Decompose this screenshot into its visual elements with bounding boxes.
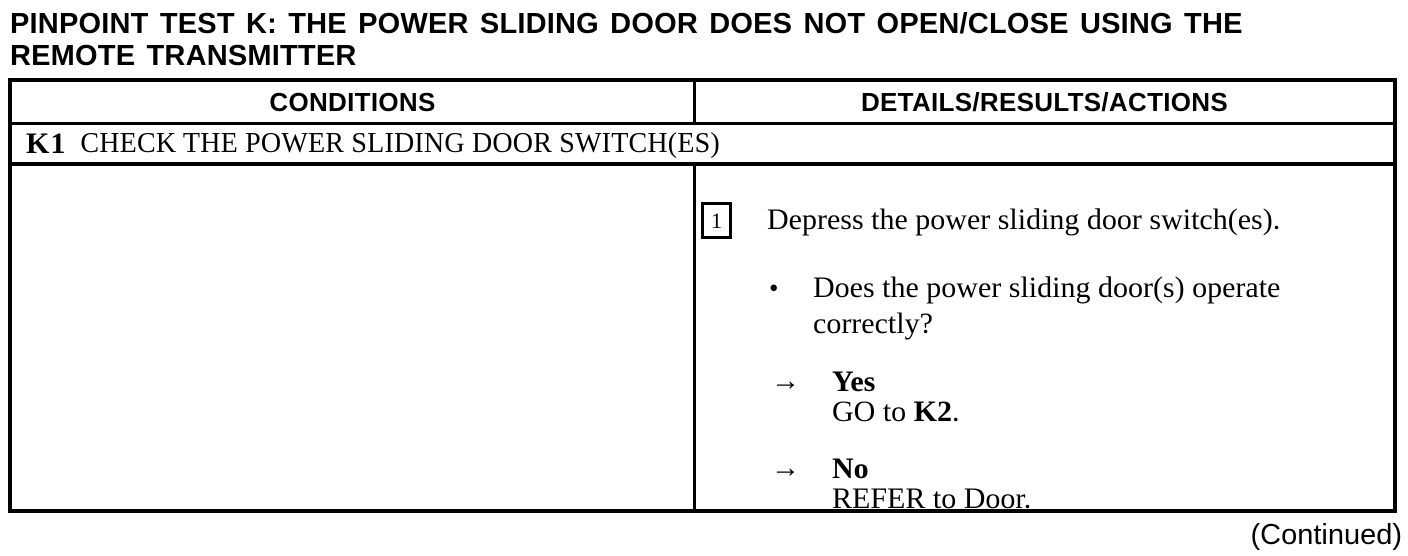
table-header-details: DETAILS/RESULTS/ACTIONS <box>860 86 1229 117</box>
action-text: REFER to Door. <box>832 482 1032 513</box>
result-body: No REFER to Door. <box>832 452 1032 513</box>
instruction-row: 1 Depress the power sliding door switch(… <box>701 201 1393 239</box>
page-title-line-2: REMOTE TRANSMITTER <box>10 40 357 72</box>
diagnostic-table: CONDITIONS DETAILS/RESULTS/ACTIONS K1 CH… <box>8 78 1397 513</box>
arrow-right-icon: → <box>771 365 800 397</box>
action-text: GO to <box>832 395 914 428</box>
instruction-text: Depress the power sliding door switch(es… <box>767 203 1281 236</box>
step-title: CHECK THE POWER SLIDING DOOR SWITCH(ES) <box>80 127 720 159</box>
question-text: Does the power sliding door(s) operate c… <box>813 271 1281 340</box>
bullet-icon: • <box>769 273 779 303</box>
continued-label: (Continued) <box>1250 519 1402 551</box>
result-body: Yes GO to K2. <box>832 366 960 427</box>
arrow-right-icon: → <box>771 452 800 484</box>
step-number: 1 <box>711 207 722 233</box>
step-number-box: 1 <box>701 202 732 239</box>
table-body-row: 1 Depress the power sliding door switch(… <box>12 166 1393 513</box>
result-answer: No <box>832 452 869 485</box>
table-header-row: CONDITIONS DETAILS/RESULTS/ACTIONS <box>12 82 1393 125</box>
details-cell: 1 Depress the power sliding door switch(… <box>696 166 1393 513</box>
page-title: PINPOINT TEST K: THE POWER SLIDING DOOR … <box>10 8 1243 72</box>
conditions-cell <box>12 166 696 509</box>
result-answer: Yes <box>832 365 876 398</box>
page-title-line-1: PINPOINT TEST K: THE POWER SLIDING DOOR … <box>10 8 1243 40</box>
step-header-row: K1 CHECK THE POWER SLIDING DOOR SWITCH(E… <box>12 125 1393 166</box>
action-suffix: . <box>952 395 960 428</box>
action-target: K2 <box>913 395 953 428</box>
question-row: • Does the power sliding door(s) operate… <box>769 270 1393 342</box>
result-action: REFER to Door. <box>832 482 1032 513</box>
result-block-no: → No REFER to Door. <box>771 452 1393 513</box>
table-header-conditions: CONDITIONS <box>12 82 696 122</box>
step-id: K1 <box>26 126 67 160</box>
result-block-yes: → Yes GO to K2. <box>771 366 1393 427</box>
result-action: GO to K2. <box>832 397 960 427</box>
